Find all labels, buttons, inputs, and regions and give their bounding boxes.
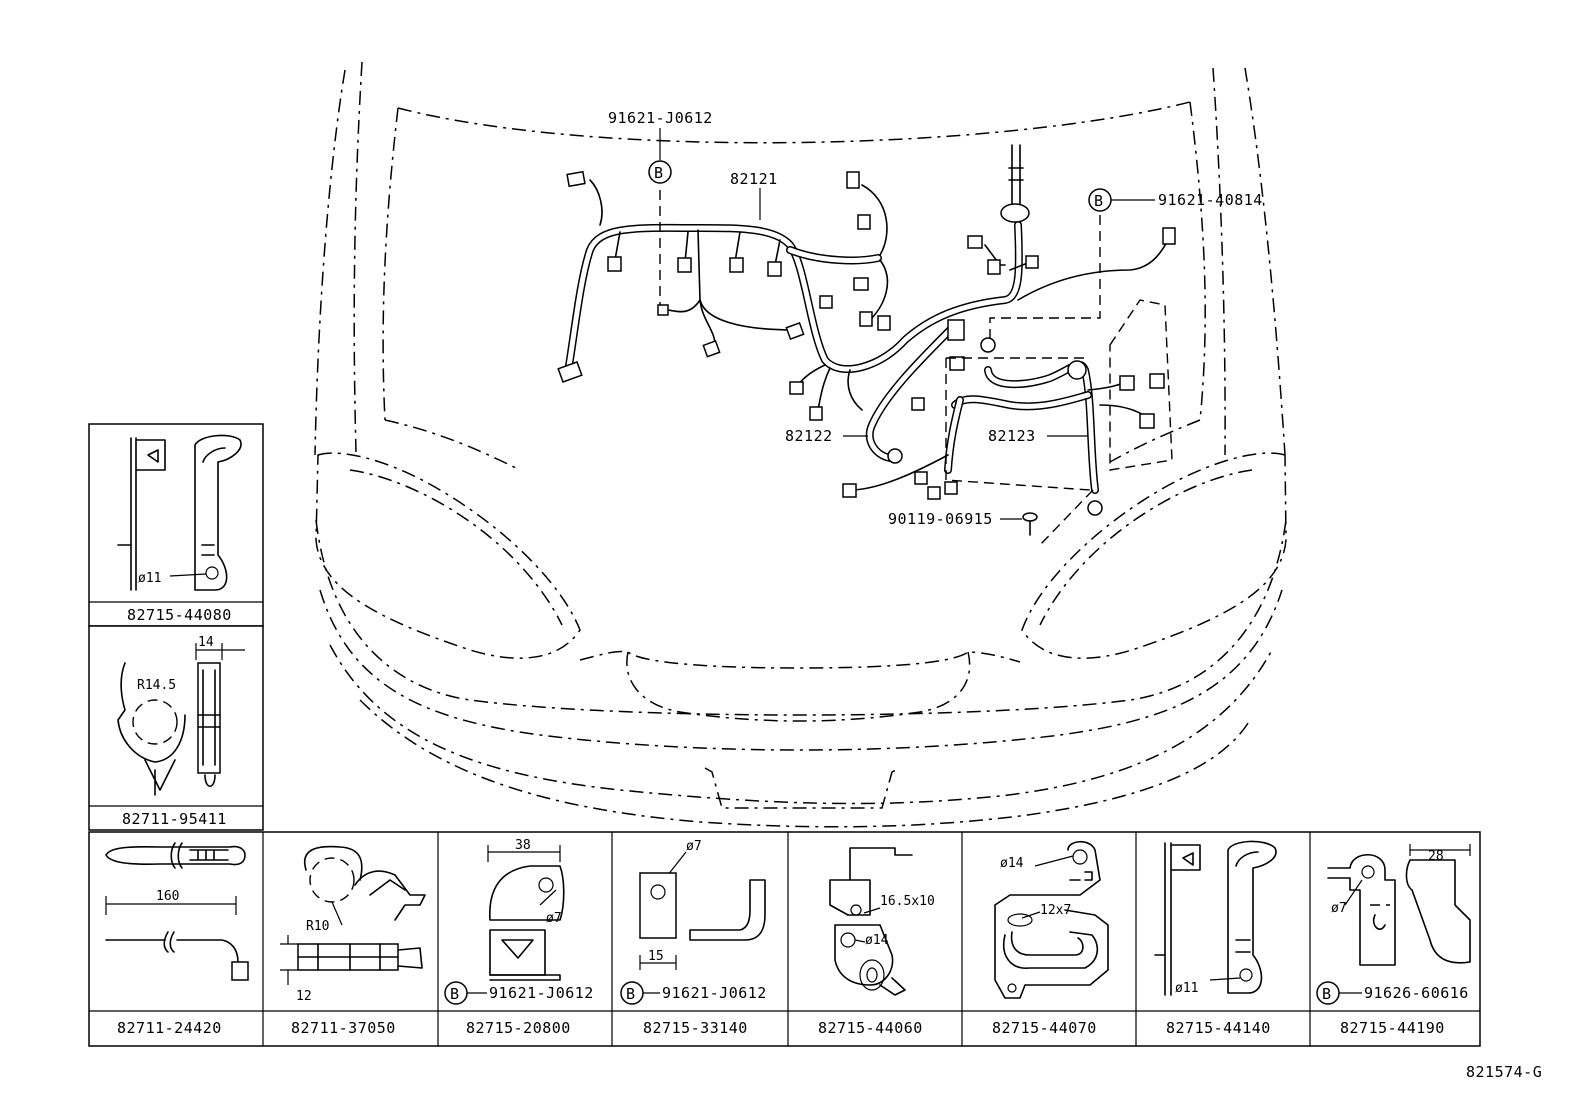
left-panel-2: 14 R14.5 82711-95411 [88, 625, 264, 831]
bottom-panel-3-dim-hole: ø7 [546, 911, 562, 926]
bottom-panel-1: 160 82711-24420 [105, 842, 249, 1037]
bubble-b-top: B [654, 164, 664, 182]
bottom-panel-2-dim-height: 12 [296, 989, 312, 1004]
figure-code: 821574-G [1466, 1063, 1542, 1081]
bottom-panel-6-dim-slot: 12x7 [1040, 903, 1071, 918]
left-panel-1-dim: ø11 [138, 571, 161, 586]
callout-clip-top: 91621-J0612 [608, 109, 713, 127]
bottom-panel-5-dim-hole: ø14 [865, 933, 889, 948]
bottom-panel-2-dim-radius: R10 [306, 919, 329, 934]
left-panel-2-dim-radius: R14.5 [137, 678, 176, 693]
bottom-panel-2-part: 82711-37050 [291, 1019, 396, 1037]
callout-bolt: 90119-06915 [888, 510, 993, 528]
bottom-panel-8-ref: 91626-60616 [1364, 984, 1469, 1002]
bottom-panel-7: ø11 82715-44140 [1154, 840, 1277, 1037]
bottom-panel-3-part: 82715-20800 [466, 1019, 571, 1037]
bottom-panel-8: ø7 28 B 91626-60616 82715-44190 [1316, 844, 1471, 1037]
bottom-panel-3-ref: 91621-J0612 [489, 984, 594, 1002]
bottom-panel-5-dim-slot: 16.5x10 [880, 894, 935, 909]
callout-clip-right: 91621-40814 [1158, 191, 1263, 209]
left-panel-1-part: 82715-44080 [127, 606, 232, 624]
left-panel-1: ø11 82715-44080 [88, 423, 264, 627]
bottom-panel-6: ø14 12x7 82715-44070 [992, 840, 1109, 1037]
bottom-panel-3-bubble: B [450, 985, 460, 1003]
bottom-panel-7-dim: ø11 [1175, 981, 1198, 996]
bottom-panel-4-part: 82715-33140 [643, 1019, 748, 1037]
bottom-panel-4-dim-hole: ø7 [686, 839, 702, 854]
left-panel-2-dim-width: 14 [198, 635, 214, 650]
bottom-panel-5-part: 82715-44060 [818, 1019, 923, 1037]
bottom-panel-row [88, 831, 1481, 1047]
main-harness-82121 [564, 221, 1023, 376]
harness-82122 [865, 321, 959, 462]
callouts: 91621-J0612 B 82121 B 91621-40814 82122 … [608, 109, 1263, 528]
bottom-panel-8-dim-hole: ø7 [1331, 901, 1347, 916]
bottom-panel-4-dim-width: 15 [648, 949, 664, 964]
bottom-panel-5: 16.5x10 ø14 82715-44060 [818, 847, 935, 1037]
bottom-panel-7-part: 82715-44140 [1166, 1019, 1271, 1037]
car-body-outline [314, 61, 1287, 828]
bottom-panel-6-dim-hole: ø14 [1000, 856, 1024, 871]
bottom-panel-8-part: 82715-44190 [1340, 1019, 1445, 1037]
callout-harness-82121: 82121 [730, 170, 778, 188]
bottom-panel-6-part: 82715-44070 [992, 1019, 1097, 1037]
bottom-panel-1-part: 82711-24420 [117, 1019, 222, 1037]
callout-harness-82123: 82123 [988, 427, 1036, 445]
bottom-panel-2: R10 12 82711-37050 [280, 845, 426, 1037]
left-panel-2-part: 82711-95411 [122, 810, 227, 828]
bottom-panel-8-dim-width: 28 [1428, 849, 1444, 864]
bottom-panel-1-dim: 160 [156, 889, 179, 904]
bottom-panel-4-bubble: B [626, 985, 636, 1003]
bottom-panel-4-ref: 91621-J0612 [662, 984, 767, 1002]
bottom-panel-8-bubble: B [1322, 985, 1332, 1003]
bubble-b-right: B [1094, 192, 1104, 210]
bottom-panel-3: 38 ø7 B 91621-J0612 82715-20800 [444, 838, 594, 1037]
callout-harness-82122: 82122 [785, 427, 833, 445]
harness-connectors [557, 144, 1176, 546]
bottom-panel-4: ø7 15 B 91621-J0612 82715-33140 [620, 839, 767, 1037]
bottom-panel-3-dim-width: 38 [515, 838, 531, 853]
